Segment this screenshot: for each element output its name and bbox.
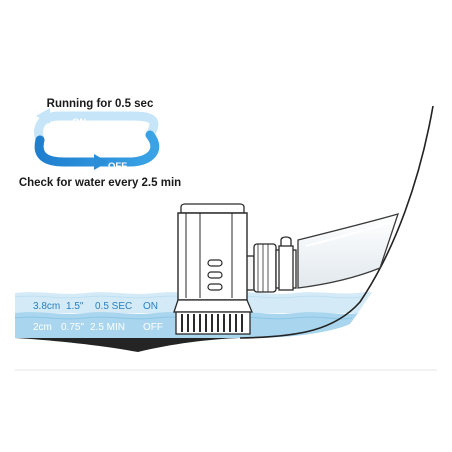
level-on-metric: 3.8cm — [33, 301, 60, 312]
level-on-time: 0.5 SEC — [95, 301, 132, 312]
pump-cap — [180, 203, 245, 214]
cycle-arrows: ON OFF — [34, 108, 160, 172]
hose-body — [297, 213, 400, 289]
on-label: ON — [72, 117, 86, 128]
hull-side — [239, 105, 434, 339]
pump — [173, 203, 253, 335]
pump-slot-2 — [207, 271, 223, 279]
level-off-time: 2.5 MIN — [90, 322, 125, 333]
on-arrow — [34, 111, 159, 145]
level-on-imperial: 1.5" — [66, 301, 84, 312]
off-label: OFF — [108, 161, 127, 172]
running-caption: Running for 0.5 sec — [46, 98, 154, 110]
hull-bottom — [15, 338, 240, 352]
pump-slot-3 — [207, 283, 223, 291]
level-off-state: OFF — [143, 322, 163, 333]
fitting-nut — [253, 243, 277, 293]
pump-slot-1 — [207, 259, 223, 267]
level-off-metric: 2cm — [33, 322, 52, 333]
level-off-imperial: 0.75" — [61, 322, 84, 333]
off-arrowhead — [94, 154, 108, 170]
check-water-caption: Check for water every 2.5 min — [18, 177, 182, 189]
hose — [297, 213, 400, 289]
hose-clamp — [280, 236, 292, 246]
hull — [15, 105, 434, 352]
pump-base — [173, 299, 253, 313]
level-labels: 3.8cm 1.5" 0.5 SEC ON 2cm 0.75" 2.5 MIN … — [33, 301, 163, 333]
level-on-state: ON — [143, 301, 158, 312]
on-arrowhead — [36, 108, 50, 124]
